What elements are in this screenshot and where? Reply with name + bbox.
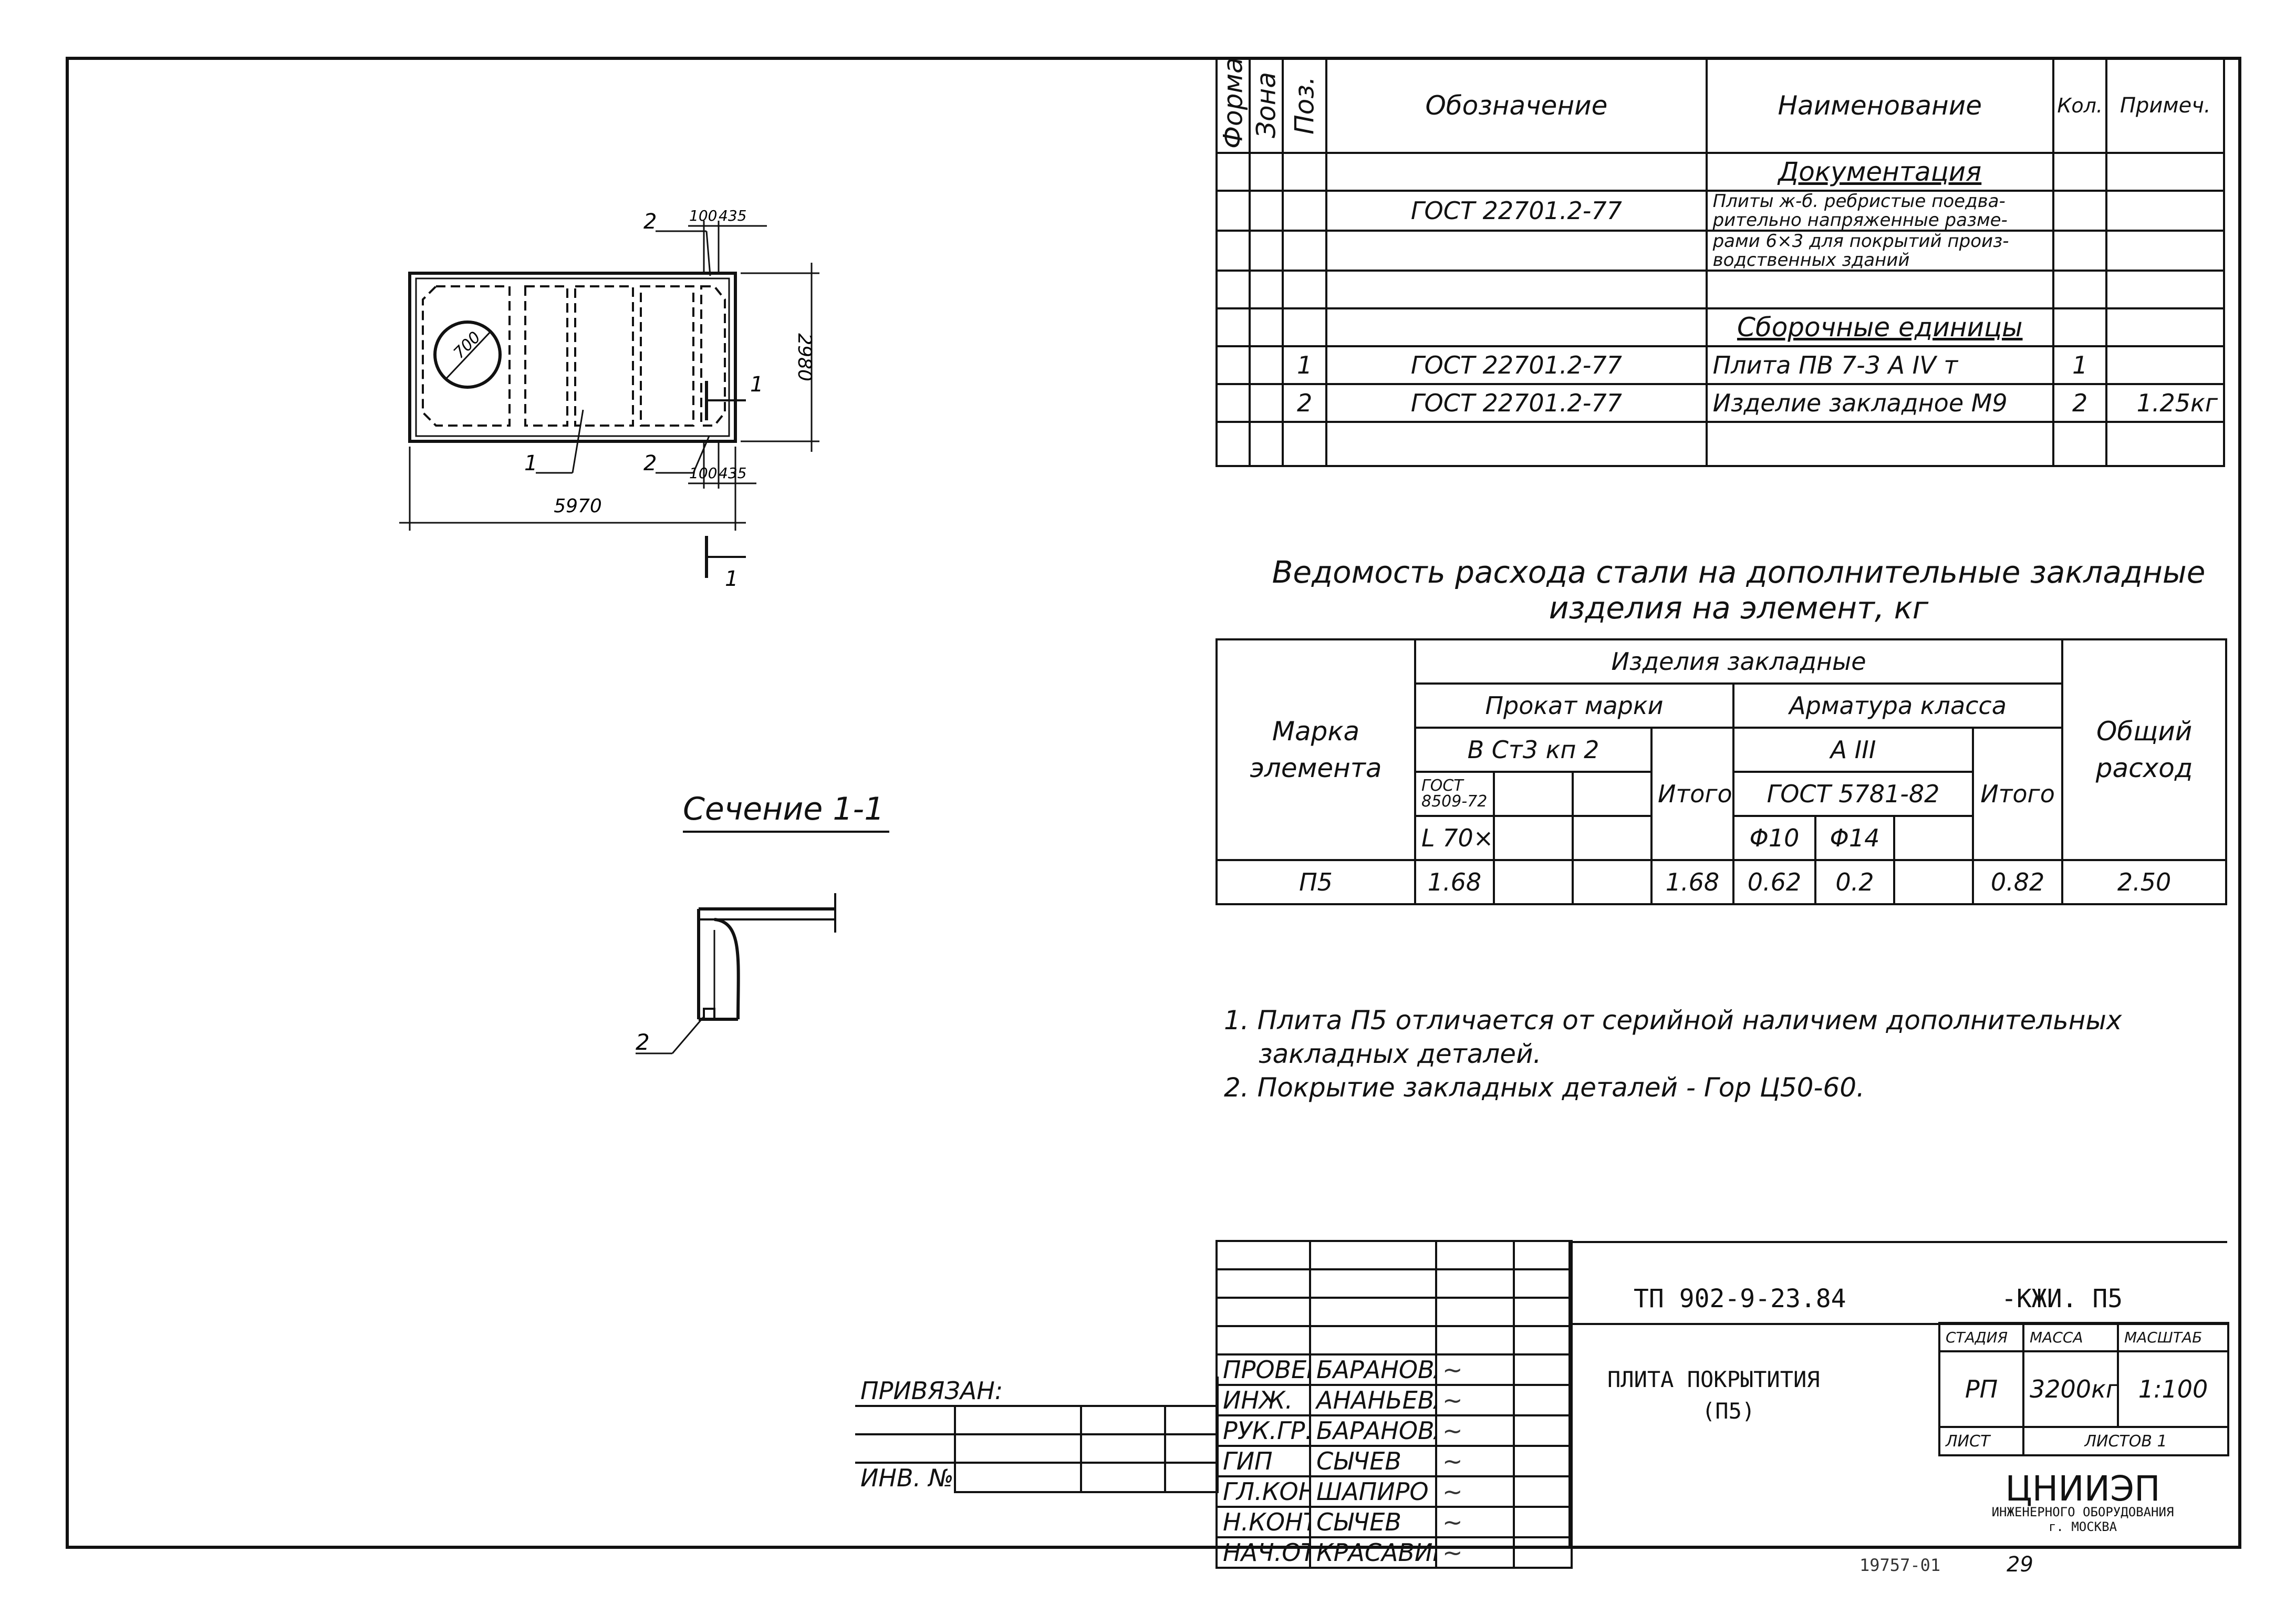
- hdr-qty: Кол.: [2052, 57, 2108, 154]
- signature: ~: [1435, 1445, 1515, 1477]
- title-block-right: ТП 902-9-23.84 -КЖИ. П5 ПЛИТА ПОКРЫТИТИЯ…: [1568, 1241, 2229, 1548]
- section-drawing: 2: [636, 893, 836, 1055]
- mark-header: Марка элемента: [1215, 638, 1416, 861]
- label-2-top: 2: [643, 210, 657, 234]
- table-row: Н.КОНТР.СЫЧЕВ~: [1215, 1506, 1573, 1538]
- table-row: ИНЖ.АНАНЬЕВА~: [1215, 1384, 1573, 1416]
- dim-435-bot: 435: [719, 464, 746, 482]
- doc-designation: ГОСТ 22701.2-77: [1325, 190, 1708, 232]
- rebar-gost: ГОСТ 5781-82: [1732, 771, 1974, 817]
- dim-435-top: 435: [719, 207, 746, 224]
- d10-header: Φ10: [1732, 815, 1816, 861]
- rolled-total-header: Итого: [1650, 727, 1734, 861]
- org-logo: ЦНИИЭП ИНЖЕНЕРНОГО ОБОРУДОВАНИЯ г. МОСКВ…: [1991, 1468, 2174, 1535]
- title-block-left: ПРОВЕР.БАРАНОВА~ ИНЖ.АНАНЬЕВА~ РУК.ГР.БА…: [1215, 1240, 1573, 1569]
- rebar-class: А ІІІ: [1732, 727, 1974, 773]
- label-1-pos: 1: [524, 451, 537, 475]
- section-docs: Документация: [1705, 152, 2054, 192]
- inv-label: ИНВ. №: [855, 1462, 956, 1492]
- plan-drawing: 700 5970 2980 100 435 100 435 2 2 1 1 1: [399, 207, 819, 591]
- section-title: Сечение 1-1: [683, 791, 890, 833]
- dim-hole: 700: [450, 328, 484, 363]
- bound-label: ПРИВЯЗАН:: [855, 1377, 1219, 1407]
- table-row: 1 ГОСТ 22701.2-77 Плита ПВ 7-3 А ІV т 1: [1215, 345, 2225, 385]
- signature: ~: [1435, 1384, 1515, 1416]
- notes: 1. Плита П5 отличается от серийной налич…: [1224, 1005, 2122, 1103]
- doc-name-2: рами 6×3 для покрытий произ-водственных …: [1705, 230, 2054, 272]
- rolled-profile: L 70×8: [1414, 815, 1495, 861]
- table-row: ПРОВЕР.БАРАНОВА~: [1215, 1353, 1573, 1386]
- bound-block: ПРИВЯЗАН: ИНВ. №: [855, 1377, 1219, 1493]
- hdr-designation: Обозначение: [1325, 57, 1708, 154]
- hdr-note: Примеч.: [2105, 57, 2225, 154]
- rolled-header: Прокат марки: [1414, 682, 1734, 729]
- footer-code: 19757-01: [1859, 1555, 1941, 1575]
- rebar-header: Арматура класса: [1732, 682, 2064, 729]
- signature: ~: [1435, 1506, 1515, 1538]
- hdr-format: Формат: [1217, 58, 1250, 153]
- doc-name-1: Плиты ж-б. ребристые поедва-рительно нап…: [1705, 190, 2054, 232]
- label-2-bottom: 2: [643, 451, 657, 475]
- spec-table: Формат Зона Поз. Обозначение Наименовани…: [1215, 57, 2225, 467]
- embedded-header: Изделия закладные: [1414, 638, 2064, 685]
- table-row: НАЧ.ОТД.КРАСАВИН~: [1215, 1536, 1573, 1569]
- page-number: 29: [2007, 1553, 2033, 1577]
- drawing-frame: [66, 57, 2241, 1549]
- dim-height: 2980: [794, 333, 815, 381]
- table-row: 2 ГОСТ 22701.2-77 Изделие закладное М9 2…: [1215, 383, 2225, 423]
- rolled-grade: В Ст3 кп 2: [1414, 727, 1653, 773]
- signature: ~: [1435, 1475, 1515, 1508]
- section-mark-top: 1: [750, 373, 763, 397]
- dim-100-top: 100: [689, 207, 717, 224]
- table-row: ГЛ.КОНСТ.ШАПИРО~: [1215, 1475, 1573, 1508]
- signature: ~: [1435, 1414, 1515, 1447]
- hdr-name: Наименование: [1705, 57, 2054, 154]
- table-row: РУК.ГР.БАРАНОВА~: [1215, 1414, 1573, 1447]
- section-mark-bottom: 1: [725, 567, 738, 591]
- rebar-total-header: Итого: [1971, 727, 2064, 861]
- steel-table-title: Ведомость расхода стали на дополнительны…: [1272, 554, 2206, 626]
- d14-header: Φ14: [1814, 815, 1895, 861]
- signature: ~: [1435, 1536, 1515, 1569]
- hdr-zone: Зона: [1249, 58, 1283, 153]
- table-row: П5 1.68 1.68 0.62 0.2 0.82 2.50: [1215, 859, 2228, 905]
- dim-100-bot: 100: [689, 464, 717, 482]
- label-2-section: 2: [636, 1029, 650, 1055]
- hdr-pos: Поз.: [1282, 58, 1327, 153]
- doc-code: ТП 902-9-23.84: [1634, 1284, 1846, 1313]
- dim-width: 5970: [554, 495, 602, 517]
- doc-name-line2: (П5): [1702, 1398, 1755, 1424]
- doc-name-line1: ПЛИТА ПОКРЫТИТИЯ: [1607, 1367, 1820, 1392]
- section-units: Сборочные единицы: [1705, 307, 2054, 347]
- doc-suffix: -КЖИ. П5: [2001, 1284, 2123, 1313]
- rolled-gost: ГОСТ 8509-72: [1414, 771, 1495, 817]
- signature: ~: [1435, 1353, 1515, 1386]
